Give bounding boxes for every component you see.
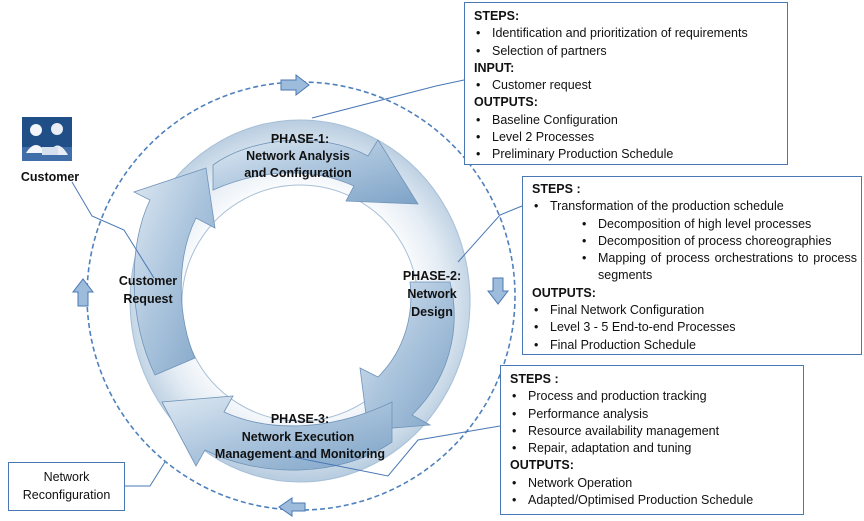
list-item: Customer request [474,77,787,95]
phase2-label-line2: Network [407,287,456,301]
phase1-label-line2: Network Analysis [246,149,350,163]
phase1-details-box: STEPS: Identification and prioritization… [464,2,788,165]
phase2-arrow [359,281,455,431]
right-flow-arrow-icon [486,277,510,305]
box2-connector [457,205,523,263]
list-item: Mapping of process orchestrations to pro… [532,250,861,285]
customer-label: Customer [20,170,80,184]
list-item: Performance analysis [510,406,803,424]
phase3-label-line3: Management and Monitoring [215,447,385,461]
box2-outputs-header: OUTPUTS: [532,285,596,300]
list-item: Transformation of the production schedul… [532,198,861,216]
left-flow-arrow-icon [71,278,95,307]
customer-request-label-line1: Customer [119,274,177,288]
bottom-flow-arrow-icon [278,497,306,517]
box1-connector [311,79,465,119]
list-item: Network Operation [510,475,803,493]
phase1-label-line3: and Configuration [244,166,352,180]
list-item: Decomposition of process choreographies [532,233,861,251]
list-item: Baseline Configuration [474,112,787,130]
list-item: Repair, adaptation and tuning [510,440,803,458]
box3-connector [287,425,501,477]
phase1-label-line1: PHASE-1: [271,132,329,146]
box1-steps-header: STEPS: [474,9,520,23]
reconfiguration-line2: Reconfiguration [22,488,111,502]
phase3-label-line1: PHASE-3: [271,412,329,426]
list-item: Adapted/Optimised Production Schedule [510,492,803,510]
reconfig-connector [125,461,166,487]
box1-outputs-header: OUTPUTS: [474,95,538,110]
customer-photo-icon [22,117,72,161]
phase3-label-line2: Network Execution [242,430,355,444]
box3-outputs-header: OUTPUTS: [510,458,574,473]
list-item: Level 3 - 5 End-to-end Processes [532,319,861,337]
phase3-details-box: STEPS : Process and production tracking … [500,365,804,515]
customer-request-arrow [132,167,216,376]
list-item: Decomposition of high level processes [532,216,861,234]
phase3-arrow [161,395,393,471]
list-item: Resource availability management [510,423,803,441]
list-item: Identification and prioritization of req… [474,25,787,43]
list-item: Final Production Schedule [532,337,861,355]
top-flow-arrow-icon [280,73,310,97]
list-item: Selection of partners [474,43,787,61]
box1-input-header: INPUT: [474,60,515,75]
list-item: Process and production tracking [510,388,803,406]
customer-connector [71,181,155,279]
list-item: Level 2 Processes [474,129,787,147]
phase2-label-line3: Design [411,305,453,319]
phase2-label-line1: PHASE-2: [403,269,461,283]
network-reconfiguration-box: Network Reconfiguration [8,462,125,511]
customer-request-label-line2: Request [123,292,173,306]
box3-steps-header: STEPS : [510,372,559,386]
list-item: Final Network Configuration [532,302,861,320]
reconfiguration-line1: Network [43,470,90,484]
box2-steps-header: STEPS : [532,182,581,196]
phase2-details-box: STEPS : Transformation of the production… [522,176,862,355]
list-item: Preliminary Production Schedule [474,146,787,164]
phase1-arrow [212,139,419,205]
